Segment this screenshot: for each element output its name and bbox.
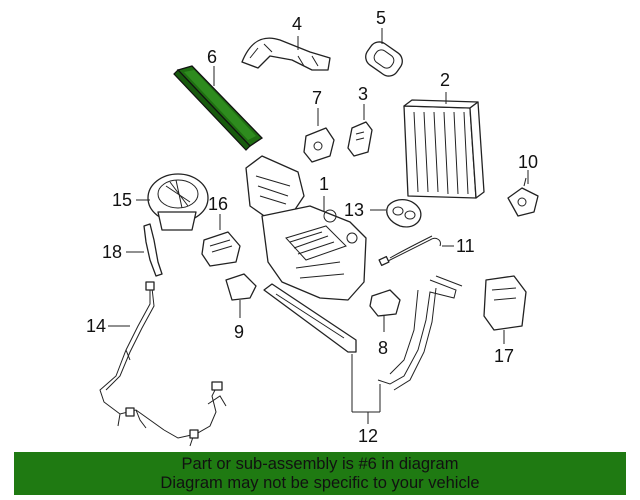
callout-1: 1 <box>319 174 329 194</box>
callout-9: 9 <box>234 322 244 342</box>
blower-motor-part-15 <box>147 173 209 231</box>
sensor-part-10 <box>507 177 539 217</box>
wiring-harness-part-14 <box>99 281 227 447</box>
actuator-part-7 <box>303 127 335 163</box>
callout-15: 15 <box>112 190 132 210</box>
callout-13: 13 <box>344 200 364 220</box>
callout-17: 17 <box>494 346 514 366</box>
callout-16: 16 <box>208 194 228 214</box>
callout-14: 14 <box>86 316 106 336</box>
banner-line-2: Diagram may not be specific to your vehi… <box>160 474 480 492</box>
hvac-housing-part-1 <box>245 155 367 301</box>
cabin-air-filter-part-6[interactable] <box>173 65 264 151</box>
grommet-part-5 <box>365 41 403 77</box>
actuator-part-9 <box>225 273 257 301</box>
callout-4: 4 <box>292 14 302 34</box>
ac-tube-assembly <box>377 275 463 391</box>
temperature-sensor-part-18 <box>143 223 163 277</box>
evaporator-core-part-2 <box>403 99 485 199</box>
actuator-part-8 <box>369 289 401 317</box>
info-banner: Part or sub-assembly is #6 in diagram Di… <box>14 452 626 495</box>
callout-11: 11 <box>456 236 475 256</box>
callout-10: 10 <box>518 152 538 172</box>
callout-7: 7 <box>312 88 322 108</box>
floor-duct-part-12 <box>263 283 357 353</box>
air-duct-part-4 <box>241 37 331 71</box>
callout-8: 8 <box>378 338 388 358</box>
sensor-part-3 <box>347 121 373 157</box>
banner-line-1: Part or sub-assembly is #6 in diagram <box>181 455 459 473</box>
callout-12: 12 <box>358 426 378 446</box>
ac-line-part-11 <box>378 235 441 267</box>
callout-3: 3 <box>358 84 368 104</box>
blower-resistor-part-16 <box>201 231 241 267</box>
callout-2: 2 <box>440 70 450 90</box>
control-module-part-17 <box>483 275 527 331</box>
seal-part-13 <box>386 199 422 228</box>
callout-18: 18 <box>102 242 122 262</box>
callout-5: 5 <box>376 8 386 28</box>
callout-6: 6 <box>207 47 217 67</box>
